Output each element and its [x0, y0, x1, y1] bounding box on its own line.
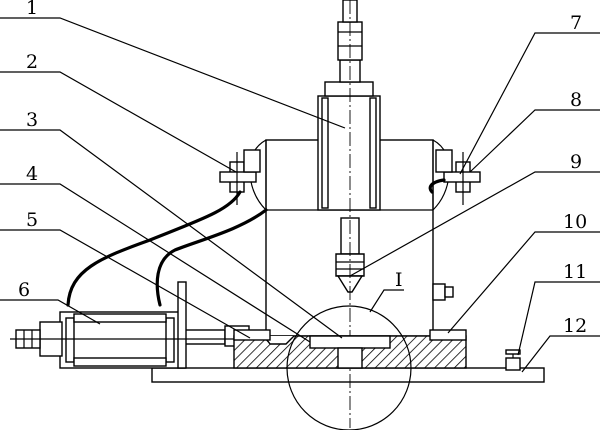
vertical-cylinder — [317, 0, 381, 211]
label-5: 5 — [26, 209, 38, 231]
detail-leader — [369, 289, 404, 313]
label-3: 3 — [26, 109, 38, 131]
label-12: 12 — [563, 315, 587, 337]
horizontal-cylinder — [10, 281, 270, 369]
air-hoses — [66, 178, 446, 307]
label-4: 4 — [26, 163, 38, 185]
detail-label: I — [395, 269, 403, 291]
detail-circle — [286, 305, 412, 430]
clamp-fitting — [505, 349, 521, 371]
label-2: 2 — [26, 51, 38, 73]
label-7: 7 — [570, 12, 582, 34]
part-labels: 1 2 3 4 5 6 7 8 9 10 11 12 — [18, 0, 587, 337]
label-9: 9 — [570, 151, 582, 173]
label-1: 1 — [26, 0, 38, 19]
die-plate — [233, 329, 467, 369]
right-fitting — [435, 149, 481, 205]
side-fitting — [432, 283, 454, 301]
leader-lines — [0, 17, 600, 373]
label-8: 8 — [570, 89, 582, 111]
base-plate — [151, 367, 545, 383]
left-fitting — [219, 149, 261, 205]
label-11: 11 — [563, 261, 587, 283]
label-6: 6 — [18, 279, 30, 301]
label-10: 10 — [563, 211, 587, 233]
